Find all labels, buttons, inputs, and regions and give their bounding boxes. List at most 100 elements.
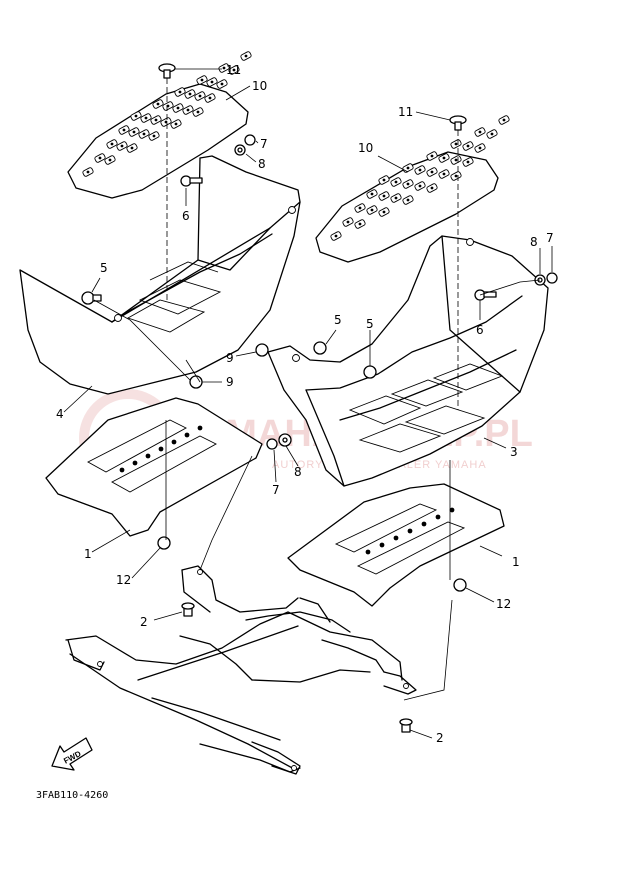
stay-hole (184, 432, 190, 438)
pad-stud-dot (418, 184, 422, 188)
bolt-5-left (81, 291, 102, 305)
fwd-arrow-icon: FWD (51, 737, 93, 771)
callout-5-right-b: 5 (366, 317, 374, 331)
pad-stud-dot (120, 144, 124, 148)
pad-stud-dot (164, 120, 168, 124)
callout-1-left: 1 (84, 547, 92, 561)
pad-stud-dot (478, 146, 482, 150)
stay-hole (435, 514, 441, 520)
pad-stud-dot (174, 122, 178, 126)
pad-stud-dot (370, 208, 374, 212)
right-footrest-stay (287, 483, 505, 607)
pad-stud-dot (220, 82, 224, 86)
pad-stud-dot (98, 156, 102, 160)
pad-stud-dot (358, 206, 362, 210)
pad-stud-dot (152, 134, 156, 138)
pad-stud-dot (334, 234, 338, 238)
assembly-lines (93, 78, 541, 701)
pad-stud-dot (430, 170, 434, 174)
callout-5-right-a: 5 (334, 313, 342, 327)
left-footrest-guard (19, 155, 301, 395)
pad-stud-dot (406, 182, 410, 186)
pad-stud-dot (232, 68, 236, 72)
bolt-2-left (181, 602, 195, 617)
callout-6-right: 6 (476, 323, 484, 337)
callout-12-right: 12 (496, 597, 511, 611)
pad-stud-dot (466, 160, 470, 164)
stay-hole (145, 453, 151, 459)
pad-stud-dot (442, 172, 446, 176)
callout-8-right: 8 (530, 235, 538, 249)
pad-stud-dot (394, 180, 398, 184)
pad-stud-dot (418, 168, 422, 172)
pad-stud-dot (134, 114, 138, 118)
bolt-11-right (449, 115, 467, 131)
pad-stud-dot (110, 142, 114, 146)
pad-stud-dot (430, 154, 434, 158)
pad-stud-dot (186, 108, 190, 112)
pad-stud-dot (178, 90, 182, 94)
bolt-6-left (180, 175, 203, 187)
callout-7-left: 7 (260, 137, 268, 151)
pad-stud-dot (442, 156, 446, 160)
left-footrest-stay (45, 397, 263, 537)
callout-7-right: 7 (546, 231, 554, 245)
pad-stud-dot (154, 118, 158, 122)
pad-stud-dot (394, 196, 398, 200)
stay-hole (197, 425, 203, 431)
pad-stud-dot (382, 178, 386, 182)
pad-stud-dot (244, 54, 248, 58)
pad-stud-dot (382, 210, 386, 214)
pad-stud-dot (200, 78, 204, 82)
callout-10-right: 10 (358, 141, 373, 155)
callout-2-left: 2 (140, 615, 148, 629)
callout-8-center: 8 (294, 465, 302, 479)
drawing-code: 3FAB110-4260 (36, 790, 108, 801)
stay-hole (421, 521, 427, 527)
callout-9-lower: 9 (226, 375, 234, 389)
stay-hole (449, 507, 455, 513)
pad-stud-dot (406, 198, 410, 202)
pad-stud-dot (144, 116, 148, 120)
callout-5-left: 5 (100, 261, 108, 275)
pad-stud-dot (132, 130, 136, 134)
pad-stud-dot (198, 94, 202, 98)
pad-stud-dot (382, 194, 386, 198)
callout-numbers: 11 10 7 8 6 5 4 9 9 11 10 8 7 6 5 5 3 8 … (56, 63, 554, 745)
stay-hole (379, 542, 385, 548)
bolt-11-left (158, 63, 176, 79)
pad-stud-dot (454, 142, 458, 146)
pad-stud-dot (210, 80, 214, 84)
pad-stud-dot (208, 96, 212, 100)
pad-stud-dot (502, 118, 506, 122)
pad-stud-dot (478, 130, 482, 134)
callout-7-center: 7 (272, 483, 280, 497)
pad-stud-dot (454, 174, 458, 178)
callout-1-right: 1 (512, 555, 520, 569)
pad-stud-dot (142, 132, 146, 136)
stay-hole (365, 549, 371, 555)
pad-stud-dot (358, 222, 362, 226)
stay-hole (407, 528, 413, 534)
callout-2-right: 2 (436, 731, 444, 745)
stay-hole (119, 467, 125, 473)
pad-stud-dot (346, 220, 350, 224)
callout-10-left: 10 (252, 79, 267, 93)
pad-stud-dot (454, 158, 458, 162)
stay-hole (393, 535, 399, 541)
callout-8-left: 8 (258, 157, 266, 171)
stay-hole (158, 446, 164, 452)
callout-6-left: 6 (182, 209, 190, 223)
pad-stud-dot (188, 92, 192, 96)
pad-stud-dot (122, 128, 126, 132)
bolt-2-right (399, 718, 413, 733)
callout-leaders (63, 68, 553, 739)
left-footrest-pad (67, 51, 252, 199)
pad-stud-dot (108, 158, 112, 162)
pad-stud-dot (222, 66, 226, 70)
callout-9-upper: 9 (226, 351, 234, 365)
pad-stud-dot (176, 106, 180, 110)
pad-stud-dot (196, 110, 200, 114)
stay-hole (171, 439, 177, 445)
